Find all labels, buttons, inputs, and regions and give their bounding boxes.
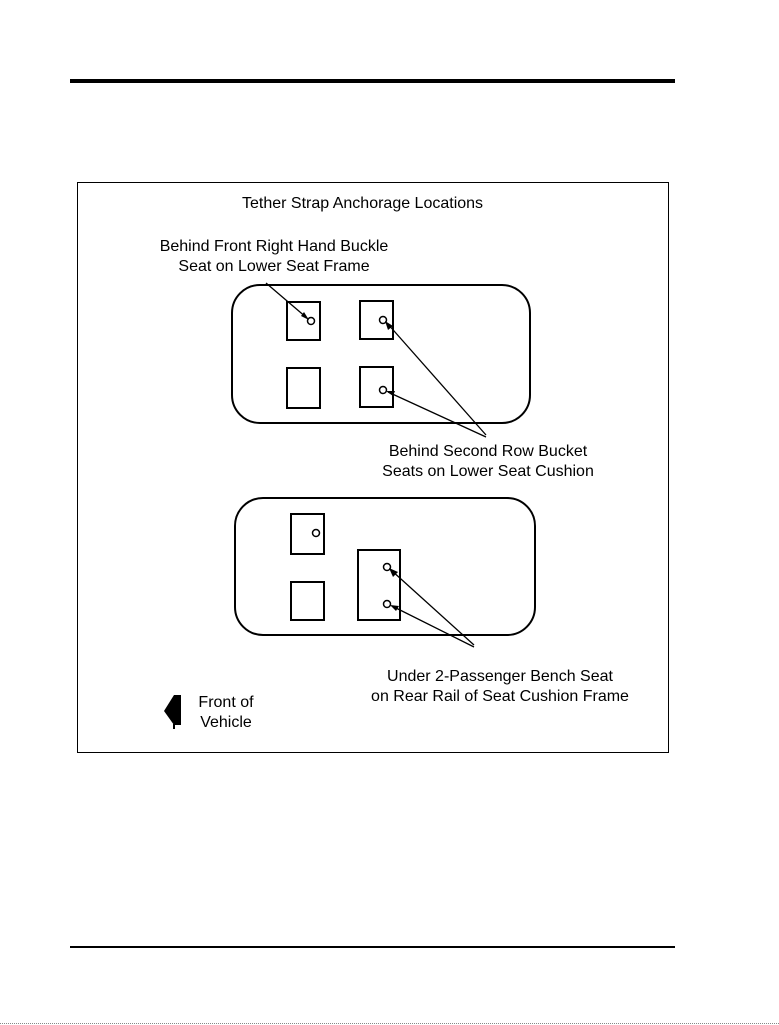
figure-title: Tether Strap Anchorage Locations <box>242 194 483 214</box>
leader-bench-upper <box>391 570 474 645</box>
anchor-point-bench-upper <box>384 564 391 571</box>
leader-bench-lower <box>392 606 474 647</box>
arrowhead-bench-lower <box>390 605 399 611</box>
anchor-point-front-right <box>308 318 315 325</box>
anchor-point-second-row-upper <box>380 317 387 324</box>
callout-front-right-buckle: Behind Front Right Hand Buckle Seat on L… <box>136 237 412 277</box>
second-row-left-seat <box>287 368 320 408</box>
bottom-rule <box>70 946 675 948</box>
upper-vehicle-outline <box>232 285 530 423</box>
lower-second-seat <box>291 582 324 620</box>
leader-second-row-upper <box>387 323 486 435</box>
front-direction-arrow-icon <box>164 695 181 725</box>
leader-second-row-lower <box>388 392 486 437</box>
page-edge-dotted-line <box>0 1023 779 1024</box>
callout-bench-seat: Under 2-Passenger Bench Seat on Rear Rai… <box>352 667 648 707</box>
callout-second-row-bucket: Behind Second Row Bucket Seats on Lower … <box>362 442 614 482</box>
front-right-seat <box>360 301 393 339</box>
anchor-point-second-row-lower <box>380 387 387 394</box>
anchor-point-bench-lower <box>384 601 391 608</box>
bench-seat <box>358 550 400 620</box>
second-row-right-seat <box>360 367 393 407</box>
anchor-point-lower-front <box>313 530 320 537</box>
front-of-vehicle-label: Front of Vehicle <box>192 693 260 733</box>
